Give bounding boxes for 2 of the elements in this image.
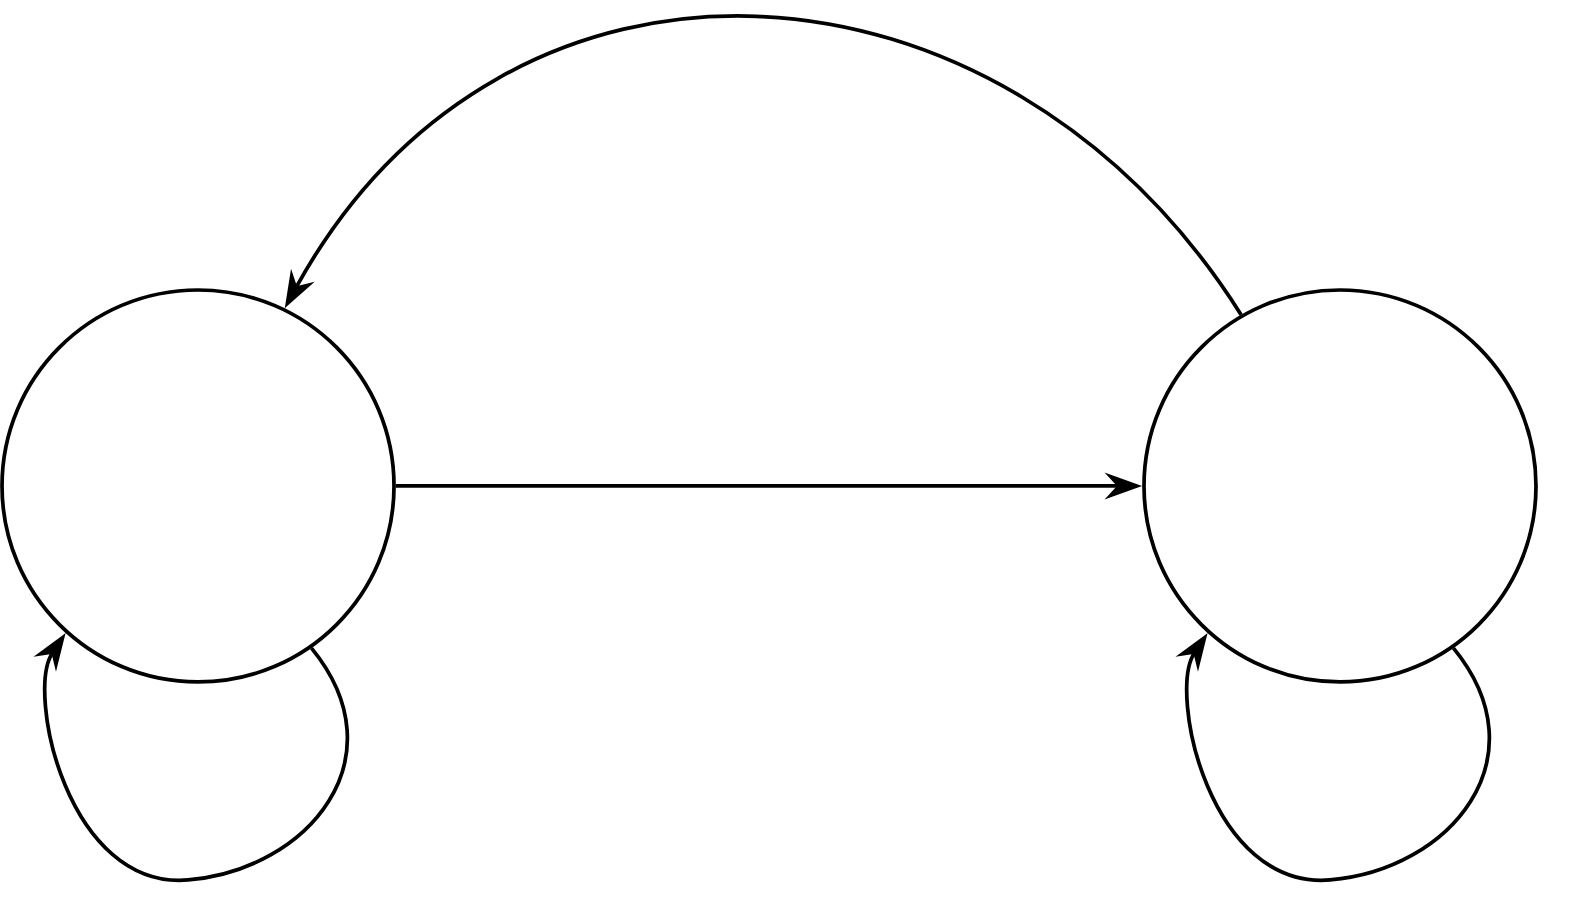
state-circle [1142, 288, 1538, 684]
state-circle [0, 288, 396, 684]
